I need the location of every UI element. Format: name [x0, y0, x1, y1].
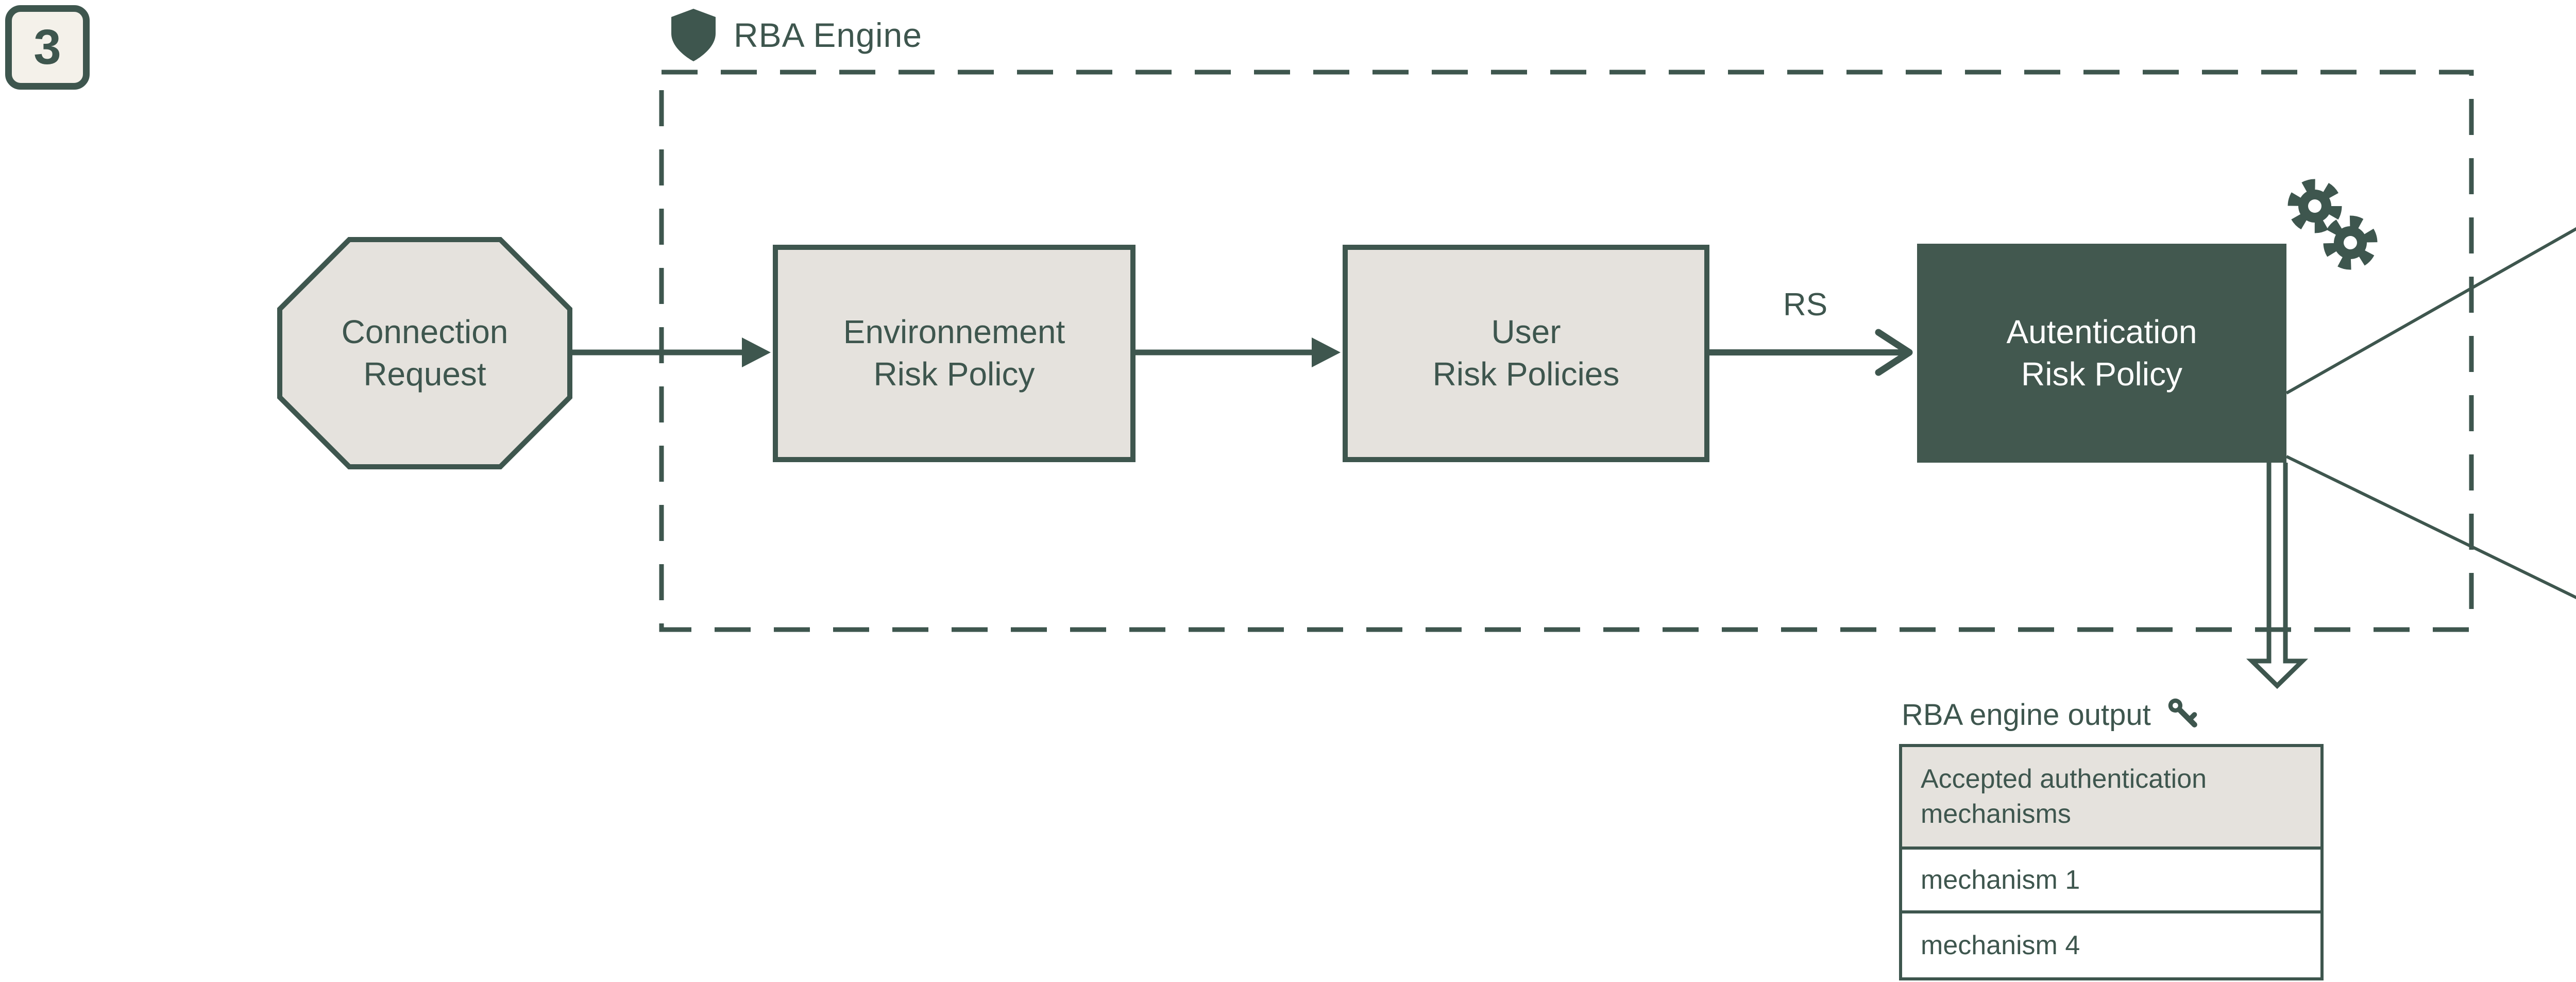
- connection-request-label: Connection Request: [341, 313, 509, 393]
- arrow-connection-to-environment: [570, 337, 771, 367]
- environment-risk-policy-box: Environnement Risk Policy: [773, 245, 1136, 462]
- rba-engine-title: RBA Engine: [734, 16, 922, 54]
- output-table-header: Accepted authentication mechanisms: [1902, 747, 2320, 850]
- arrow-environment-to-user: [1136, 337, 1341, 367]
- zoom-projection-line-top: [2285, 227, 2576, 395]
- user-risk-policies-box: User Risk Policies: [1343, 245, 1709, 462]
- key-icon: [2168, 698, 2197, 727]
- rba-output-table: Accepted authentication mechanisms mecha…: [1899, 744, 2324, 980]
- gears-icon: [2287, 179, 2378, 270]
- output-table-row: mechanism 4: [1902, 913, 2320, 977]
- authentication-risk-policy-box: Autentication Risk Policy: [1917, 244, 2286, 463]
- rba-engine-heading: RBA Engine: [668, 6, 922, 64]
- rs-label: RS: [1783, 287, 1828, 323]
- step-number-badge: 3: [5, 5, 90, 90]
- shield-icon: [671, 9, 716, 61]
- arrow-user-to-authentication: [1709, 329, 1913, 376]
- step-number: 3: [33, 20, 61, 75]
- zoom-projection-line-bottom: [2285, 455, 2576, 599]
- connection-request-octagon: [277, 237, 572, 469]
- rba-engine-output-heading: RBA engine output: [1902, 695, 2204, 735]
- rba-engine-output-title: RBA engine output: [1902, 698, 2151, 732]
- arrow-authentication-to-output: [2246, 463, 2309, 689]
- output-table-row: mechanism 1: [1902, 850, 2320, 913]
